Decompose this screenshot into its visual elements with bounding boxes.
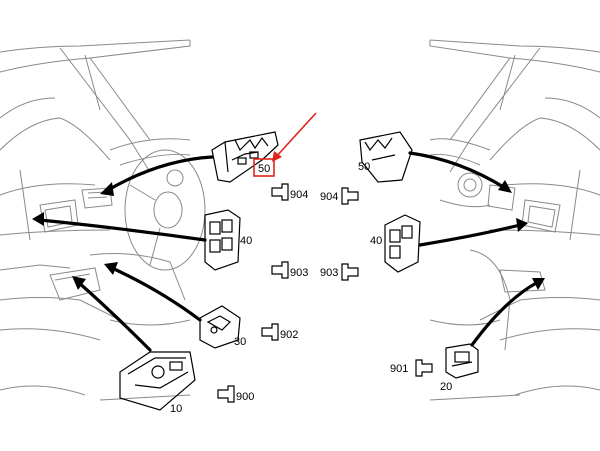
- switch-unit-40-right: [384, 214, 421, 273]
- arrowhead-icon: [32, 212, 44, 226]
- plug-icon: [341, 263, 359, 281]
- switch-unit-50-right: [359, 131, 413, 183]
- arrowhead-icon: [516, 218, 528, 232]
- arrowhead-icon: [100, 182, 114, 196]
- arrowhead-icon: [532, 278, 545, 290]
- leader-20-right: [470, 280, 540, 347]
- part-label-40-left: 40: [240, 235, 252, 247]
- plug-icon: [271, 261, 289, 279]
- leader-50-right: [408, 151, 507, 190]
- plug-icon: [217, 385, 235, 403]
- connector-label-901-right: 901: [390, 363, 408, 375]
- part-labels: 50 40 30 10 50 40 20 904 903 902 900 904…: [170, 161, 452, 415]
- connector-symbols: [217, 183, 433, 403]
- leader-40-left: [38, 218, 207, 242]
- connector-label-900-left: 900: [236, 391, 254, 403]
- highlight-callout: [253, 112, 317, 177]
- part-label-40-right: 40: [370, 235, 382, 247]
- connector-label-903-right: 903: [320, 267, 338, 279]
- plug-icon: [271, 183, 289, 201]
- leader-arrows: [32, 151, 545, 352]
- plug-icon: [415, 359, 433, 377]
- plug-icon: [261, 323, 279, 341]
- arrowhead-icon: [104, 262, 118, 275]
- leader-10-left: [76, 280, 152, 352]
- arrowhead-icon: [498, 180, 512, 193]
- connector-label-904-right: 904: [320, 191, 338, 203]
- left-interior-lineart: [0, 39, 206, 401]
- switch-unit-10-left: [119, 351, 196, 411]
- leader-40-right: [418, 223, 522, 247]
- part-label-10-left: 10: [170, 403, 182, 415]
- switch-unit-30-left: [199, 305, 241, 349]
- leader-30-left: [110, 266, 202, 322]
- part-label-50-right: 50: [358, 161, 370, 173]
- leader-50-left: [106, 155, 214, 192]
- arrowhead-icon: [72, 276, 86, 290]
- connector-label-902-left: 902: [280, 329, 298, 341]
- switch-unit-50-left: [211, 131, 279, 183]
- switch-unit-20-right: [445, 343, 479, 379]
- part-label-30-left: 30: [234, 336, 246, 348]
- connector-label-903-left: 903: [290, 267, 308, 279]
- switch-unit-40-left: [204, 209, 241, 271]
- plug-icon: [341, 187, 359, 205]
- part-label-50-left: 50: [258, 163, 270, 175]
- part-label-20-right: 20: [440, 381, 452, 393]
- connector-label-904-left: 904: [290, 189, 308, 201]
